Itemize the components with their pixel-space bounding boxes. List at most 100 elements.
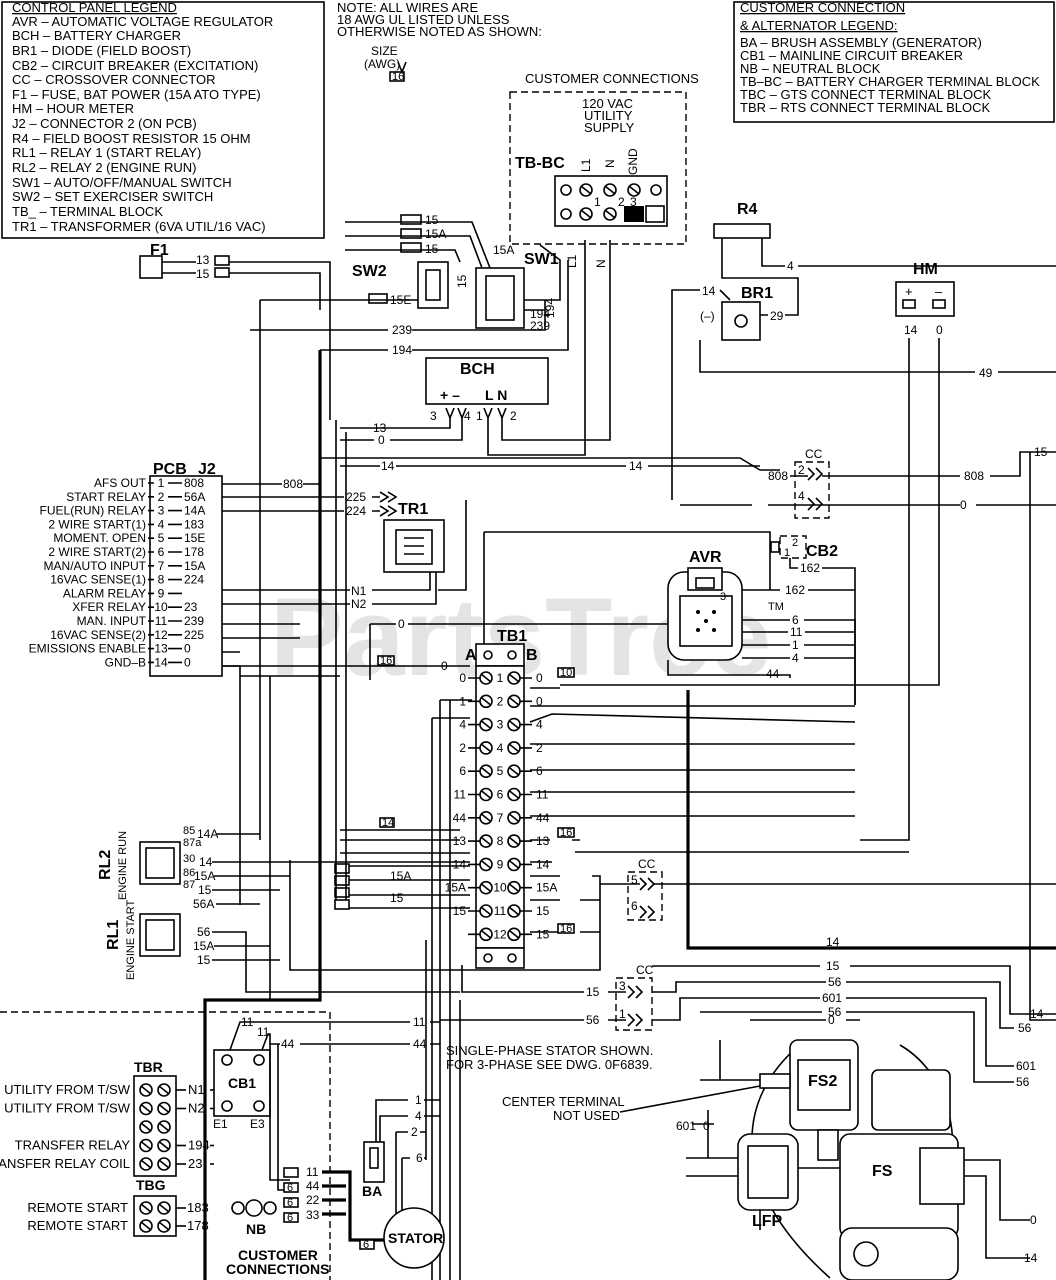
watermark-tm: TM xyxy=(768,601,784,613)
wire-label: 6 xyxy=(416,1151,423,1165)
avr-wire: 4 xyxy=(792,651,799,665)
tbr-label: TRANSFER RELAY xyxy=(15,1138,131,1153)
supply-line: UTILITY xyxy=(584,108,633,123)
legend-item: F1 – FUSE, BAT POWER (15A ATO TYPE) xyxy=(12,87,261,102)
cc-pin: 1 xyxy=(619,1007,626,1021)
wire-label: 14 xyxy=(381,459,395,473)
rl1-relay: RL1 ENGINE START 56A 56 15A 15 xyxy=(105,897,460,993)
wire-label: 1 xyxy=(476,409,483,423)
legend-item: TB–BC – BATTERY CHARGER TERMINAL BLOCK xyxy=(740,74,1040,89)
stator-note: SINGLE-PHASE STATOR SHOWN. xyxy=(446,1043,653,1058)
cc-label: CC xyxy=(638,857,656,871)
cc-pin: 3 xyxy=(619,979,626,993)
supply-line: 120 VAC xyxy=(582,96,633,111)
customer-connections-bottom: CUSTOMER CONNECTIONS xyxy=(0,1011,331,1280)
tbr-label: UTILITY FROM T/SW xyxy=(4,1082,131,1097)
wire-label: 225 xyxy=(346,490,366,504)
wire-label: 2 xyxy=(411,1125,418,1139)
sw2-label: SW2 xyxy=(352,263,387,280)
wire-label: N1 xyxy=(351,584,367,598)
tb1-terminal-number: 10 xyxy=(493,881,507,895)
tb1-right-wire: 15 xyxy=(536,904,550,918)
ba-brush-assembly: BA 1 4 2 6 xyxy=(362,1093,440,1216)
tb1-left-wire: 1 xyxy=(459,694,466,708)
pcb-pin-wire: 56A xyxy=(184,490,205,504)
legend-item: SW2 – SET EXERCISER SWITCH xyxy=(12,189,213,204)
wire-label: 33 xyxy=(306,1208,320,1222)
legend-title: CONTROL PANEL LEGEND xyxy=(12,0,177,15)
wire-label: 1 xyxy=(415,1093,422,1107)
tbg-label: REMOTE START xyxy=(27,1200,128,1215)
pcb-pin-label: 2 WIRE START(2) xyxy=(48,545,146,559)
tb1-terminal-number: 5 xyxy=(497,764,504,778)
size-tag: 16 xyxy=(380,655,392,667)
tb1-right-wire: 14 xyxy=(536,857,550,871)
tb1-terminal-number: 8 xyxy=(497,834,504,848)
legend-item: SW1 – AUTO/OFF/MANUAL SWITCH xyxy=(12,175,232,190)
avr-wire: 44 xyxy=(766,667,780,681)
cb2-pin: 2 xyxy=(792,537,798,549)
legend-item: TBR – RTS CONNECT TERMINAL BLOCK xyxy=(740,100,991,115)
cb2-pin: 1 xyxy=(784,547,790,559)
terminal-n: N xyxy=(603,159,617,168)
pcb-pin-label: XFER RELAY xyxy=(72,600,146,614)
f1-fuse: F1 13 15 xyxy=(139,242,331,420)
bch-ln: L N xyxy=(485,387,507,403)
wire-label: 56 xyxy=(197,925,211,939)
legend-item: BA – BRUSH ASSEMBLY (GENERATOR) xyxy=(740,35,982,50)
legend-item: CC – CROSSOVER CONNECTOR xyxy=(12,72,215,87)
cc-label: CC xyxy=(805,447,823,461)
wire-label: 4 xyxy=(415,1109,422,1123)
tbr-label: TRANSFER RELAY COIL xyxy=(0,1156,130,1171)
wire-label: 15A xyxy=(493,243,514,257)
tb1-screw-slot xyxy=(480,859,492,870)
note-line: 18 AWG UL LISTED UNLESS xyxy=(337,12,510,27)
wire-label: 4 xyxy=(787,259,794,273)
wire-label: 0 xyxy=(398,617,405,631)
pcb-pin-label: FUEL(RUN) RELAY xyxy=(40,504,146,518)
pcb-pin-number: 4 xyxy=(158,517,165,531)
pcb-pin-number: 5 xyxy=(158,531,165,545)
br1-minus: (–) xyxy=(700,309,715,323)
tb1-screw-slot xyxy=(508,859,520,870)
wire-label: 808 xyxy=(964,469,984,483)
pcb-pin-wire: 224 xyxy=(184,573,204,587)
tb1-screw-slot xyxy=(508,836,520,846)
legend-item: TR1 – TRANSFORMER (6VA UTIL/16 VAC) xyxy=(12,219,266,234)
legend-item: J2 – CONNECTOR 2 (ON PCB) xyxy=(12,116,197,131)
fs-label: FS xyxy=(872,1163,893,1180)
wire-n: N xyxy=(594,259,608,268)
bch-plus-minus: + – xyxy=(440,387,460,403)
pcb-pin-number: 6 xyxy=(158,545,165,559)
size-tag: 6 xyxy=(287,1197,293,1209)
wire-label: 15 xyxy=(1034,445,1048,459)
wire-label: 44 xyxy=(413,1037,427,1051)
pcb-pin-number: 7 xyxy=(158,559,165,573)
rl2-relay: RL2 ENGINE RUN 85 87a 30 86 87 14A 14 15… xyxy=(97,825,470,900)
wire-label: 14 xyxy=(1030,1007,1044,1021)
pcb-pin-label: MOMENT. OPEN xyxy=(53,531,146,545)
br1-diode: BR1 (–) 14 29 xyxy=(671,254,799,500)
pcb-pin-wire: 15A xyxy=(184,559,205,573)
tb1-terminal-number: 9 xyxy=(497,857,504,871)
wire-label: 3 xyxy=(430,409,437,423)
tb1-screw-slot xyxy=(508,929,520,939)
tbr-label: UTILITY FROM T/SW xyxy=(4,1101,131,1116)
wire-label: 15 xyxy=(390,891,404,905)
wire-label: 15A xyxy=(193,939,214,953)
wire-label: 11 xyxy=(257,1025,270,1039)
tb1-a: A xyxy=(465,647,477,664)
hm-label: HM xyxy=(913,261,938,278)
size-tag: 16 xyxy=(560,827,572,839)
fuel-system: FS2 FS LFP 601 0 0 14 xyxy=(676,1039,1038,1280)
wire-label: 0 xyxy=(960,498,967,512)
wire-label: 15 xyxy=(197,953,211,967)
stator-leads: 6 6 6 11 44 22 33 6 xyxy=(283,1165,384,1251)
wire-label: 14 xyxy=(826,935,840,949)
terminal-num: 2 xyxy=(618,195,625,209)
wire-label: 15 xyxy=(586,985,600,999)
wire-label: 0 xyxy=(828,1013,835,1027)
pcb-pin-wire: 239 xyxy=(184,614,204,628)
wire-label: 808 xyxy=(283,477,303,491)
tb1-left-wire: 15A xyxy=(445,881,466,895)
